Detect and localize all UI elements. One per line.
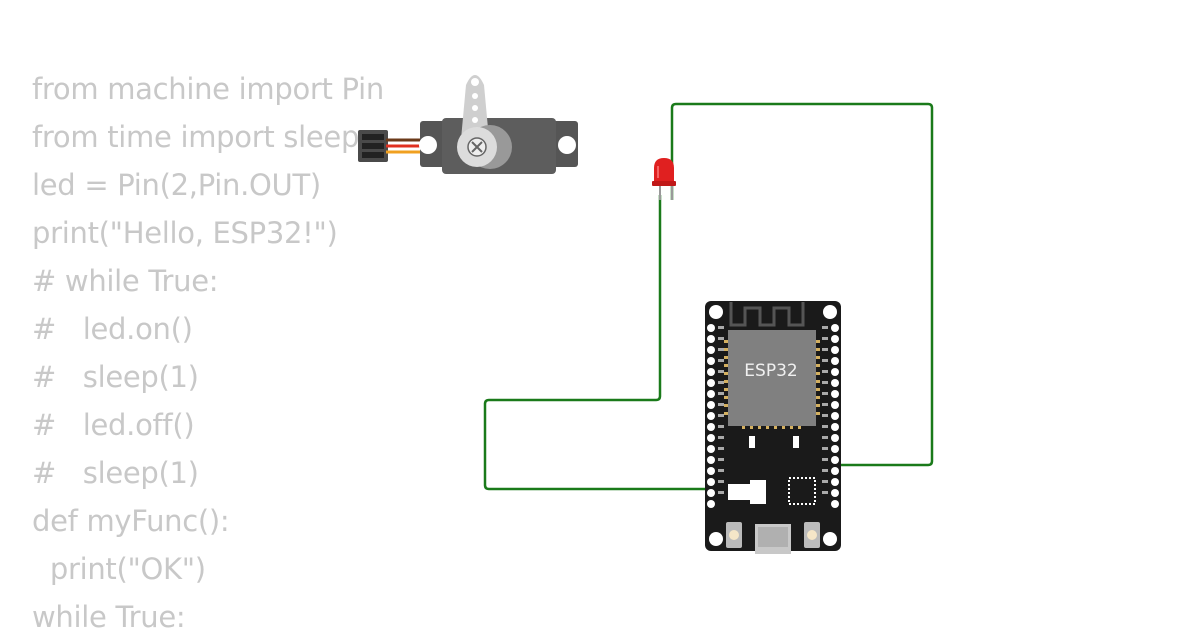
code-line: print("OK") (32, 552, 206, 586)
servo-motor-icon[interactable] (358, 75, 578, 174)
red-led-icon[interactable] (652, 158, 676, 200)
code-line: # while True: (32, 264, 219, 298)
chip-label: ESP32 (744, 361, 797, 381)
code-line: # led.off() (32, 408, 195, 442)
wire-led-to-gnd[interactable] (483, 195, 710, 491)
code-line: # sleep(1) (32, 360, 199, 394)
code-line: def myFunc(): (32, 504, 230, 538)
code-line: # sleep(1) (32, 456, 199, 490)
code-line: while True: (32, 600, 186, 634)
code-line: # led.on() (32, 312, 193, 346)
wire-led-to-d2[interactable] (670, 102, 934, 467)
esp32-board-icon[interactable]: ESP32 (705, 301, 841, 554)
esp32-chip (728, 330, 816, 426)
code-listing: from machine import Pin from time import… (32, 66, 384, 642)
wires (483, 102, 934, 491)
code-line: from time import sleep (32, 120, 360, 154)
code-line: from machine import Pin (32, 72, 384, 106)
code-line: led = Pin(2,Pin.OUT) (32, 168, 321, 202)
code-line: print("Hello, ESP32!") (32, 216, 338, 250)
